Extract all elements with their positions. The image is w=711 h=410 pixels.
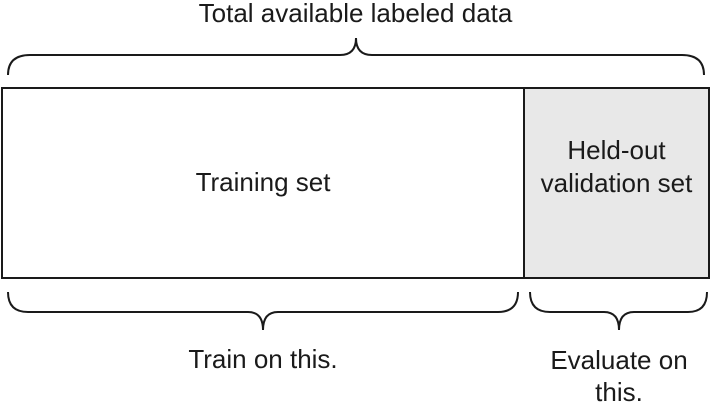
evaluate-caption: Evaluate on this.	[550, 345, 688, 407]
validation-set-label: Held-out validation set	[540, 135, 693, 198]
validation-set-block	[523, 87, 710, 279]
top-brace	[7, 37, 705, 76]
training-set-label: Training set	[195, 167, 331, 197]
validation-brace	[529, 291, 708, 331]
total-data-label: Total available labeled data	[198, 0, 513, 28]
train-caption: Train on this.	[188, 344, 338, 374]
training-set-block	[1, 87, 525, 279]
training-brace	[7, 291, 519, 331]
